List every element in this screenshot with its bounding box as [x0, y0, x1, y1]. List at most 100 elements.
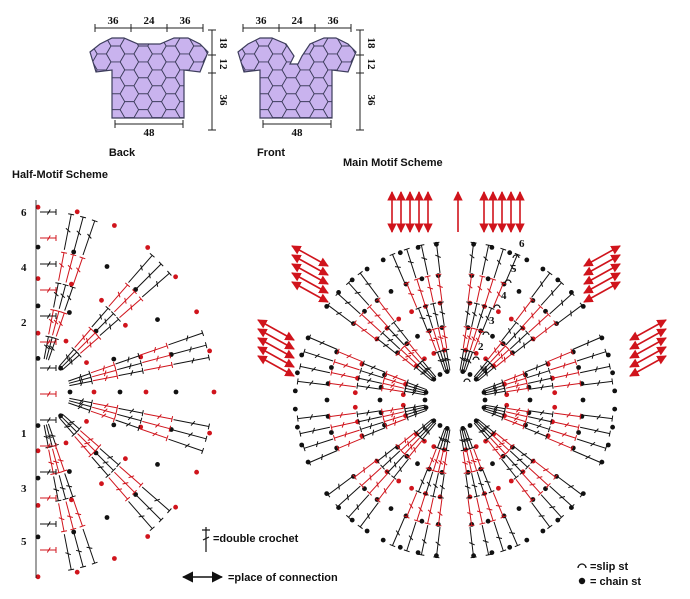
chain-stitch	[555, 277, 561, 283]
double-crochet-top	[403, 405, 406, 412]
double-crochet-bar	[560, 353, 562, 360]
chain-stitch	[295, 370, 300, 376]
double-crochet	[515, 478, 533, 501]
double-crochet-top	[611, 378, 614, 385]
double-crochet-bar	[551, 289, 554, 296]
double-crochet	[69, 380, 92, 387]
double-crochet	[505, 382, 528, 389]
double-crochet	[168, 332, 203, 346]
double-crochet-bar	[413, 446, 417, 453]
double-crochet-top	[391, 475, 397, 480]
double-crochet-top	[424, 522, 431, 525]
chain-stitch	[415, 461, 420, 467]
hexagon-motif	[336, 109, 356, 118]
double-crochet-bar	[66, 485, 73, 488]
double-crochet-bar	[459, 356, 465, 362]
double-crochet	[358, 377, 383, 384]
double-crochet-bar	[412, 385, 418, 391]
double-crochet-bar	[469, 542, 475, 546]
legend-place-of-connection: =place of connection	[228, 572, 338, 584]
double-crochet	[329, 382, 356, 388]
double-crochet-top	[405, 379, 409, 386]
double-crochet-bar	[427, 509, 433, 515]
double-crochet-top	[506, 347, 512, 353]
double-crochet	[484, 404, 506, 410]
double-crochet-top	[137, 352, 141, 359]
double-crochet-bar	[425, 367, 432, 370]
double-crochet-top	[170, 416, 174, 423]
chain-stitch	[414, 431, 419, 437]
double-crochet-top	[481, 304, 488, 308]
half-round-label-1: 1	[21, 428, 27, 440]
chain-stitch	[491, 363, 496, 369]
double-crochet-top	[437, 301, 444, 304]
double-crochet	[369, 473, 388, 494]
connection-arrow	[291, 281, 329, 303]
double-crochet	[428, 448, 437, 470]
double-crochet	[60, 351, 78, 369]
double-crochet-bar	[130, 370, 134, 376]
hexagon-motif	[337, 126, 355, 142]
hexagon-motif	[90, 93, 98, 111]
hexagon-motif	[65, 38, 83, 54]
double-crochet-bar	[567, 382, 571, 388]
double-crochet-bar	[420, 372, 427, 375]
double-crochet-bar	[374, 314, 381, 317]
double-crochet-top	[545, 482, 551, 489]
double-crochet	[404, 437, 420, 455]
main-motif-title: Main Motif Scheme	[343, 157, 443, 169]
double-crochet	[60, 415, 78, 433]
double-crochet-bar	[531, 312, 534, 319]
double-crochet	[385, 373, 407, 382]
chain-stitch	[364, 528, 370, 534]
double-crochet-bar	[103, 370, 107, 377]
chain-stitch	[349, 517, 355, 523]
double-crochet-top	[530, 458, 535, 464]
double-crochet-bar	[435, 254, 441, 258]
double-crochet	[406, 282, 418, 308]
double-crochet	[582, 380, 613, 386]
double-crochet-bar	[467, 512, 473, 516]
double-crochet-bar	[503, 356, 506, 363]
connection-arrow	[583, 245, 621, 267]
double-crochet	[171, 344, 207, 355]
hexagon-motif	[267, 38, 288, 39]
double-crochet	[572, 450, 601, 463]
double-crochet	[382, 450, 401, 468]
double-crochet	[359, 272, 379, 298]
double-crochet-bar	[107, 456, 114, 459]
double-crochet-top	[519, 470, 525, 475]
double-crochet	[45, 424, 53, 447]
double-crochet-bar	[501, 438, 508, 442]
hexagon-motif	[267, 117, 288, 118]
double-crochet-bar	[122, 482, 129, 485]
double-crochet-top	[302, 445, 306, 452]
double-crochet-top	[366, 490, 373, 496]
double-crochet-bar	[538, 417, 544, 422]
double-crochet-bar	[412, 388, 417, 393]
double-crochet-bar	[49, 434, 56, 437]
double-crochet-top	[435, 470, 442, 474]
double-crochet	[384, 377, 406, 386]
double-crochet-bar	[587, 339, 589, 346]
double-crochet-top	[302, 348, 306, 355]
double-crochet	[503, 418, 525, 427]
double-crochet	[72, 499, 83, 527]
double-crochet	[528, 314, 549, 333]
double-crochet	[467, 274, 473, 301]
double-crochet-bar	[420, 479, 425, 485]
double-crochet	[382, 407, 404, 413]
double-crochet-top	[553, 474, 558, 480]
double-crochet-bar	[471, 336, 476, 342]
hexagon-motif	[323, 134, 341, 150]
chain-stitch	[84, 419, 89, 424]
double-crochet	[55, 447, 65, 472]
double-crochet-top	[357, 418, 360, 425]
double-crochet	[550, 429, 576, 439]
double-crochet-bar	[408, 352, 415, 355]
double-crochet-top	[114, 367, 118, 374]
connection-arrow	[583, 254, 621, 276]
double-crochet	[331, 372, 358, 379]
double-crochet-bar	[411, 390, 417, 396]
double-crochet-top	[422, 492, 429, 496]
